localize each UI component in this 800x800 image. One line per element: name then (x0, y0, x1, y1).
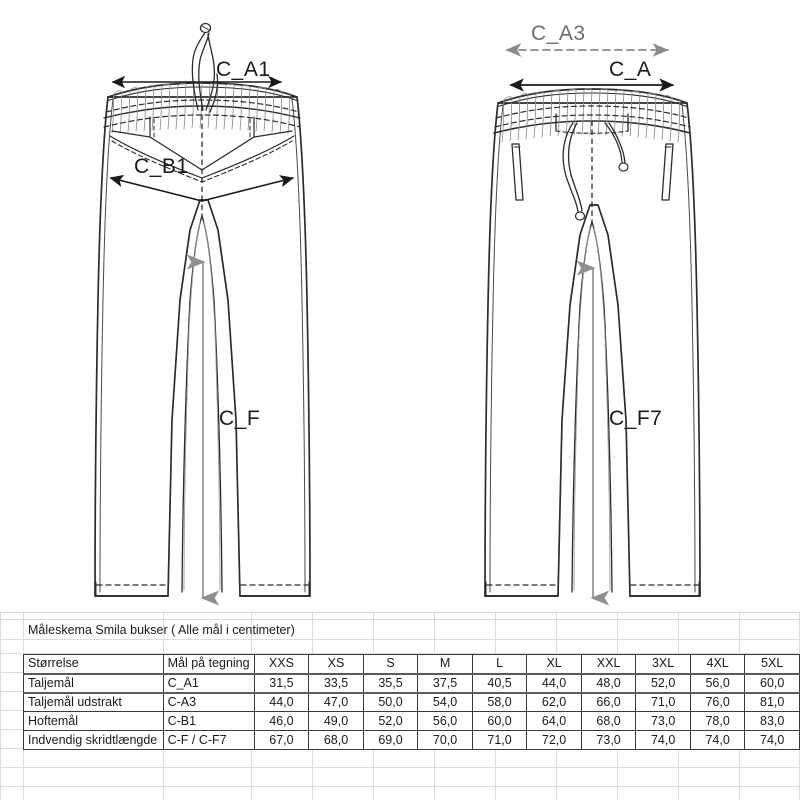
column-header-size-name: Størrelse (23, 654, 164, 675)
cell-value: 73,0 (635, 711, 691, 731)
dimension-label-c-a3: C_A3 (531, 22, 586, 45)
column-header-xs: XS (308, 654, 364, 675)
cell-value: 44,0 (526, 673, 582, 694)
row-code: C-B1 (162, 711, 255, 731)
cell-value: 33,5 (308, 673, 364, 694)
cell-value: 72,0 (526, 730, 582, 750)
row-label: Taljemål udstrakt (23, 692, 164, 712)
column-header-xxs: XXS (253, 654, 310, 675)
cell-value: 81,0 (744, 692, 800, 712)
cell-value: 58,0 (471, 692, 528, 712)
cell-value: 64,0 (526, 711, 582, 731)
column-header-5xl: 5XL (744, 654, 800, 675)
cell-value: 46,0 (253, 711, 310, 731)
cell-value: 47,0 (308, 692, 364, 712)
cell-value: 49,0 (308, 711, 364, 731)
dimension-label-c-b1: C_B1 (134, 155, 189, 178)
cell-value: 74,0 (635, 730, 691, 750)
measurement-sheet: Måleskema Smila bukser ( Alle mål i cent… (0, 612, 800, 800)
row-label: Hoftemål (23, 711, 164, 731)
row-code: C-A3 (162, 692, 255, 712)
cell-value: 48,0 (580, 673, 637, 694)
dimension-arrow-c-b1 (109, 174, 294, 202)
dimension-label-c-f7: C_F7 (609, 407, 663, 430)
column-header-xl: XL (526, 654, 582, 675)
cell-value: 52,0 (362, 711, 419, 731)
cell-value: 83,0 (744, 711, 800, 731)
cell-value: 56,0 (689, 673, 746, 694)
table-row: Taljemål udstrakt C-A3 44,0 47,0 50,0 54… (23, 692, 800, 712)
column-header-3xl: 3XL (635, 654, 691, 675)
cell-value: 71,0 (471, 730, 528, 750)
trousers-line-art (94, 22, 701, 606)
column-header-xxl: XXL (580, 654, 637, 675)
dimension-label-c-a: C_A (609, 58, 652, 81)
measurement-table: Størrelse Mål på tegning XXS XS S M L XL… (23, 654, 800, 750)
row-code: C-F / C-F7 (162, 730, 255, 750)
column-header-drawing-code: Mål på tegning (162, 654, 255, 675)
cell-value: 60,0 (744, 673, 800, 694)
cell-value: 74,0 (744, 730, 800, 750)
column-header-s: S (362, 654, 419, 675)
row-label: Indvendig skridtlængde (23, 730, 164, 750)
cell-value: 44,0 (253, 692, 310, 712)
cell-value: 68,0 (580, 711, 637, 731)
cell-value: 67,0 (253, 730, 310, 750)
dimension-label-c-f: C_F (219, 407, 261, 430)
dimension-label-c-a1: C_A1 (216, 58, 271, 81)
cell-value: 40,5 (471, 673, 528, 694)
cell-value: 66,0 (580, 692, 637, 712)
sheet-title: Måleskema Smila bukser ( Alle mål i cent… (28, 623, 295, 637)
cell-value: 54,0 (417, 692, 473, 712)
cell-value: 60,0 (471, 711, 528, 731)
cell-value: 73,0 (580, 730, 637, 750)
cell-value: 68,0 (308, 730, 364, 750)
cell-value: 56,0 (417, 711, 473, 731)
cell-value: 52,0 (635, 673, 691, 694)
front-view-art (94, 22, 311, 597)
cell-value: 70,0 (417, 730, 473, 750)
column-header-4xl: 4XL (689, 654, 746, 675)
cell-value: 37,5 (417, 673, 473, 694)
cell-value: 78,0 (689, 711, 746, 731)
row-code: C_A1 (162, 673, 255, 694)
row-label: Taljemål (23, 673, 164, 694)
cell-value: 69,0 (362, 730, 419, 750)
table-header-row: Størrelse Mål på tegning XXS XS S M L XL… (23, 654, 800, 675)
back-view-art (484, 88, 701, 597)
cell-value: 31,5 (253, 673, 310, 694)
table-row: Taljemål C_A1 31,5 33,5 35,5 37,5 40,5 4… (23, 673, 800, 694)
technical-drawing: C_A1 C_B1 C_F C_A3 C_A C_F7 (94, 22, 701, 606)
table-row: Hoftemål C-B1 46,0 49,0 52,0 56,0 60,0 6… (23, 711, 800, 731)
cell-value: 76,0 (689, 692, 746, 712)
table-row: Indvendig skridtlængde C-F / C-F7 67,0 6… (23, 730, 800, 750)
column-header-l: L (471, 654, 528, 675)
cell-value: 35,5 (362, 673, 419, 694)
column-header-m: M (417, 654, 473, 675)
cell-value: 74,0 (689, 730, 746, 750)
cell-value: 50,0 (362, 692, 419, 712)
cell-value: 62,0 (526, 692, 582, 712)
cell-value: 71,0 (635, 692, 691, 712)
